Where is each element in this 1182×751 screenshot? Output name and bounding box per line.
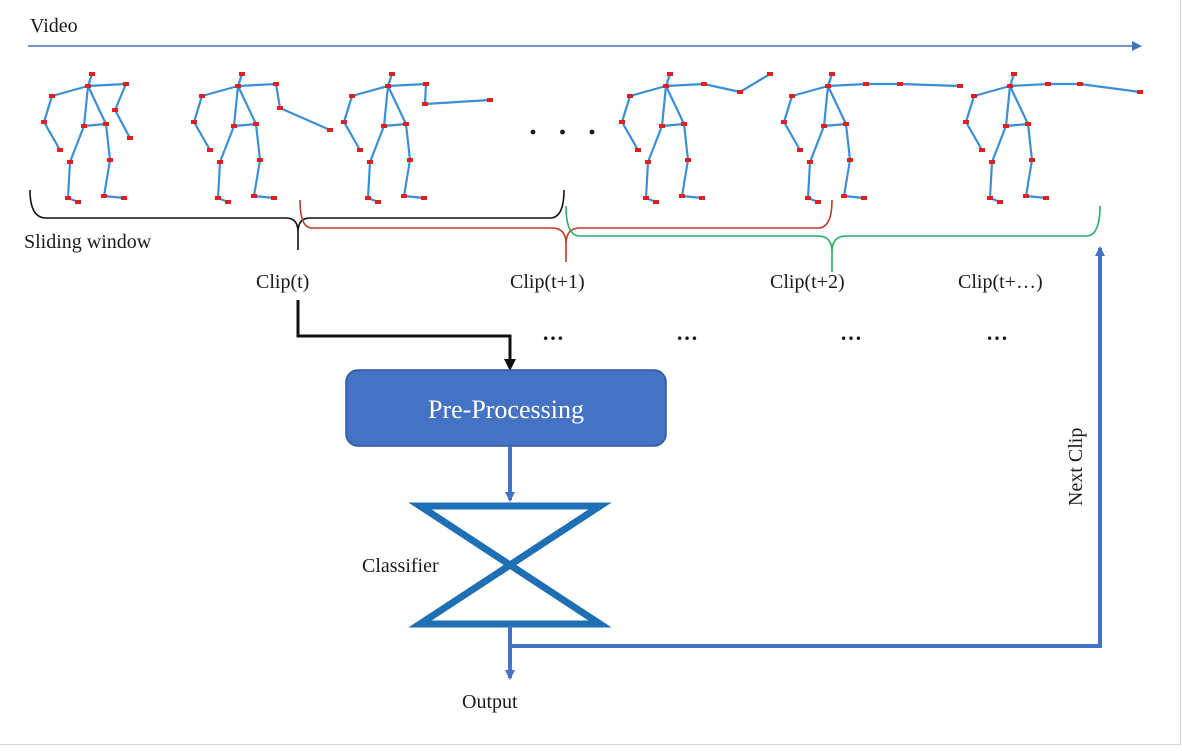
skeleton-frames — [41, 72, 1143, 204]
skeleton-figure-icon — [41, 72, 133, 204]
row-ellipsis-1: … — [542, 320, 566, 345]
sliding-window-label: Sliding window — [24, 231, 152, 253]
skeleton-figure-icon — [619, 72, 773, 204]
row-ellipsis-3: … — [840, 320, 864, 345]
video-label: Video — [30, 15, 78, 37]
preprocessing-label: Pre-Processing — [428, 395, 584, 424]
clip-t2-brace — [565, 205, 1101, 272]
classifier-label: Classifier — [362, 555, 439, 577]
clip-t1-brace — [299, 199, 833, 262]
clip-t2-label: Clip(t+2) — [770, 271, 845, 293]
skeleton-figure-icon — [963, 72, 1143, 204]
output-label: Output — [462, 691, 518, 713]
clip-tn-label: Clip(t+…) — [958, 271, 1043, 293]
next-clip-label: Next Clip — [1065, 428, 1087, 506]
next-clip-feedback-arrow — [512, 246, 1105, 648]
row-ellipsis-2: … — [676, 320, 700, 345]
clip-to-preprocessing-arrow — [296, 300, 516, 371]
frame-ellipsis: · · · — [528, 116, 603, 149]
preprocessing-box — [345, 369, 667, 447]
hourglass-icon — [408, 502, 612, 628]
row-ellipsis-4: … — [986, 320, 1010, 345]
clip-t-label: Clip(t) — [256, 271, 309, 293]
clip-t1-label: Clip(t+1) — [510, 271, 585, 293]
sliding-window-brace — [29, 189, 565, 250]
skeleton-figure-icon — [781, 72, 963, 204]
skeleton-figure-icon — [191, 72, 333, 204]
skeleton-figure-icon — [341, 72, 493, 204]
